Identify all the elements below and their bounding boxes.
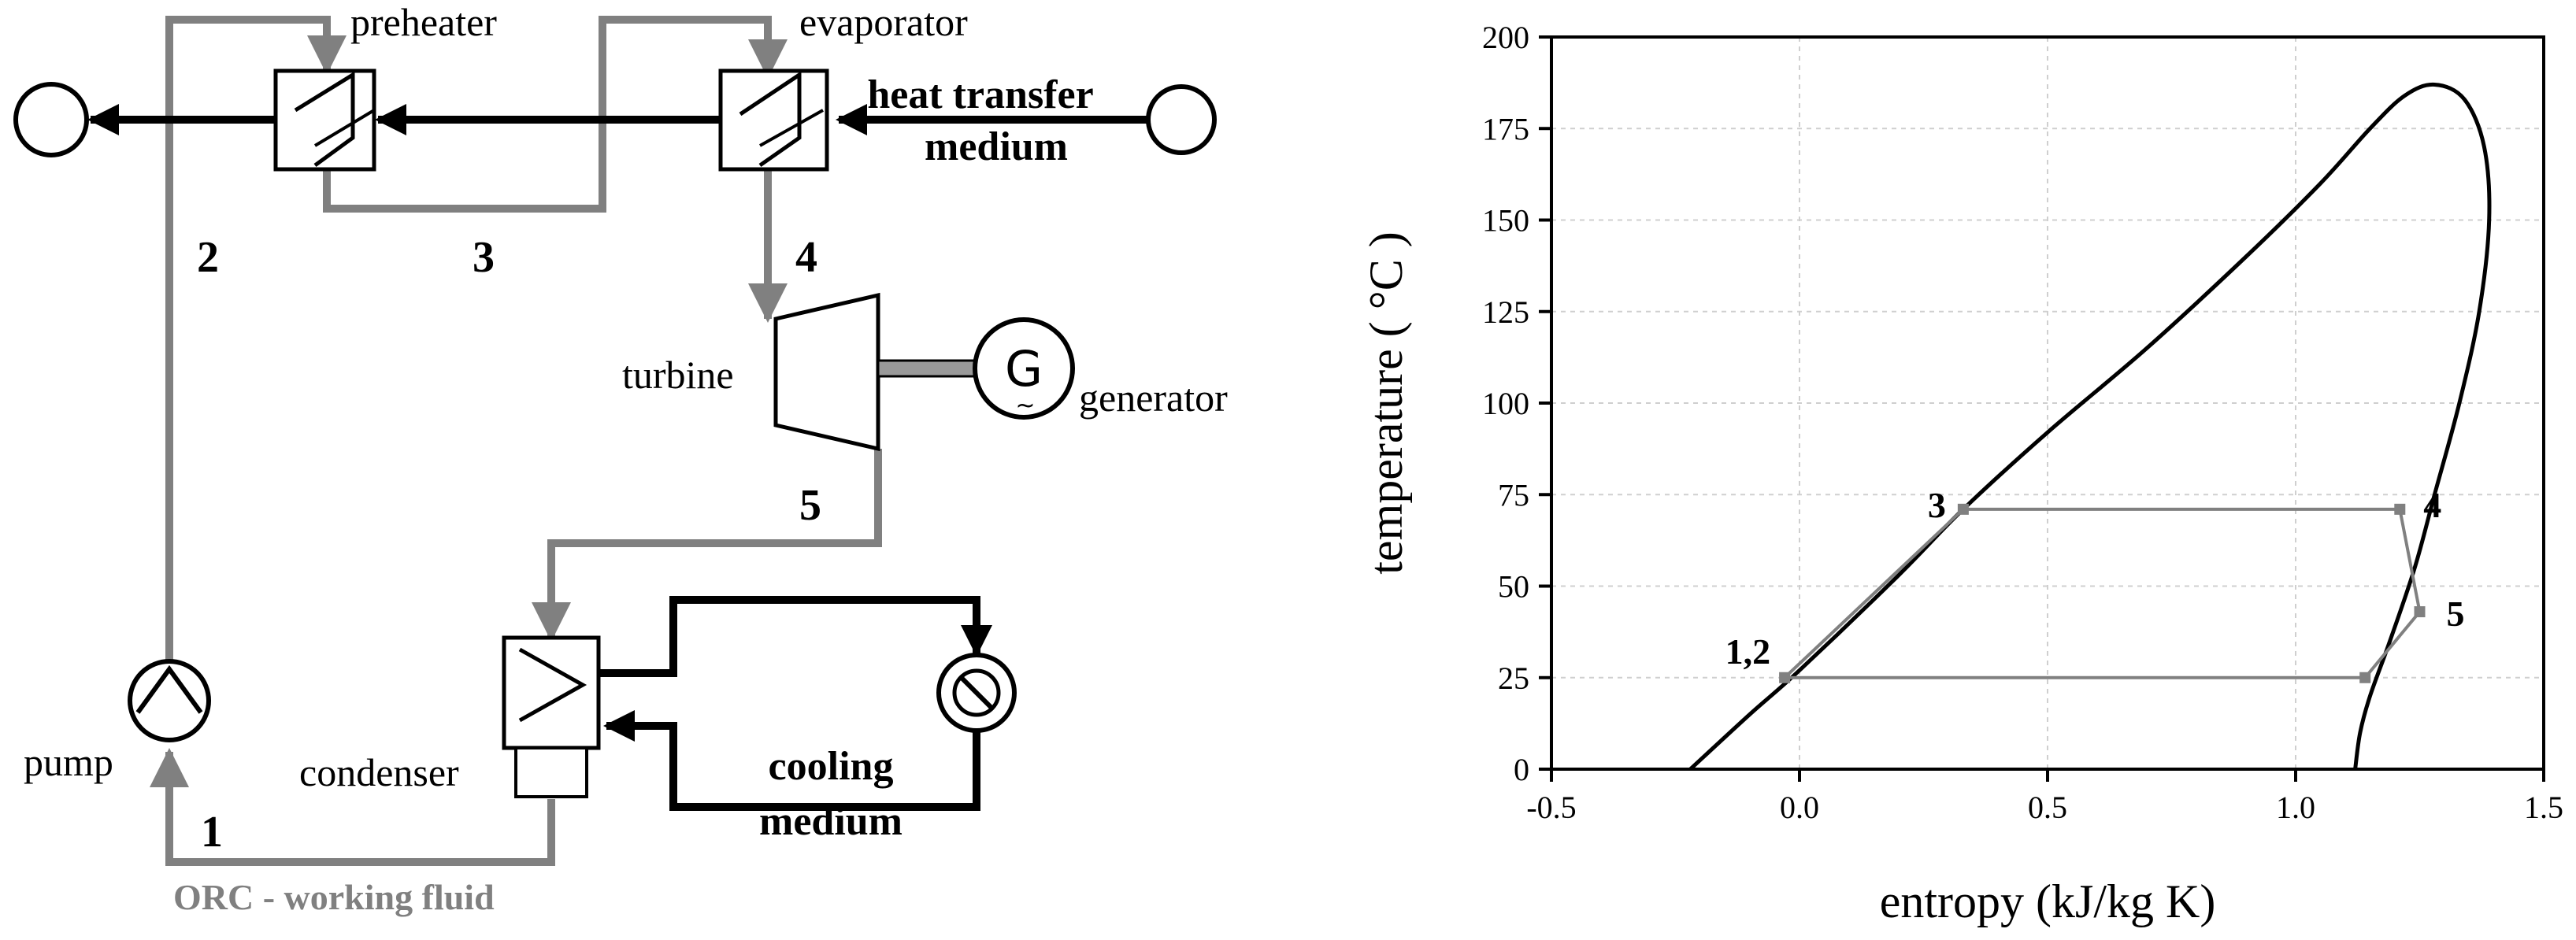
process-schematic: G ~ preheater evaporator turbine generat… bbox=[13, 0, 1228, 917]
cooling-medium-label-1: cooling bbox=[769, 744, 894, 789]
condenser-icon bbox=[502, 635, 601, 798]
y-tick-label: 200 bbox=[1482, 20, 1529, 55]
x-axis-label: entropy (kJ/kg K) bbox=[1880, 875, 2216, 927]
pipe-preheater-to-evaporator bbox=[323, 16, 788, 213]
x-tick-label: 0.0 bbox=[1780, 790, 1819, 825]
y-tick-label: 125 bbox=[1482, 294, 1529, 330]
ts-diagram: -0.5 0.0 0.5 1.0 1.5 0 25 50 75 100 125 150 175 200 1… bbox=[1360, 20, 2563, 927]
state-point-label: 3 bbox=[1928, 485, 1946, 525]
chart-series bbox=[1688, 82, 2492, 771]
x-tick-label: 0.5 bbox=[2028, 790, 2067, 825]
saturation-dome-line bbox=[1688, 82, 2492, 771]
state-point-label: 4 bbox=[2423, 485, 2441, 525]
orc-cycle-line bbox=[1783, 507, 2422, 679]
state-marker bbox=[1957, 503, 1969, 515]
evaporator-icon bbox=[718, 68, 829, 172]
heat-transfer-medium-label-1: heat transfer bbox=[867, 72, 1093, 117]
pipe-condenser-to-pump bbox=[150, 748, 555, 866]
evaporator-label: evaporator bbox=[799, 0, 968, 44]
x-tick-label: 1.0 bbox=[2276, 790, 2315, 825]
generator-label: generator bbox=[1079, 376, 1228, 420]
x-tick-label: 1.5 bbox=[2524, 790, 2563, 825]
x-tick-label: -0.5 bbox=[1526, 790, 1576, 825]
state-marker bbox=[2414, 606, 2426, 618]
preheater-label: preheater bbox=[350, 0, 497, 44]
state-marker bbox=[1779, 672, 1791, 683]
state-marker bbox=[2394, 503, 2406, 515]
pump-label: pump bbox=[24, 740, 113, 784]
y-tick-label: 75 bbox=[1498, 477, 1529, 513]
working-fluid-label: ORC - working fluid bbox=[173, 877, 495, 917]
turbine-label: turbine bbox=[622, 353, 734, 397]
turbine-icon bbox=[773, 292, 880, 452]
chart-ticks: -0.5 0.0 0.5 1.0 1.5 0 25 50 75 100 125 150 175 200 bbox=[1482, 20, 2563, 825]
state-point-1: 1 bbox=[201, 808, 223, 857]
svg-text:~: ~ bbox=[1015, 392, 1035, 420]
cooling-medium-label-2: medium bbox=[759, 799, 903, 844]
y-axis-label: temperature ( °C ) bbox=[1360, 231, 1412, 574]
pump-icon bbox=[128, 659, 211, 742]
pipe-pump-to-preheater bbox=[165, 16, 347, 716]
working-fluid-loop bbox=[150, 16, 882, 866]
chart-grid bbox=[1551, 36, 2544, 770]
y-tick-label: 0 bbox=[1514, 752, 1529, 787]
state-marker bbox=[2359, 672, 2371, 683]
y-tick-label: 25 bbox=[1498, 661, 1529, 696]
y-tick-label: 150 bbox=[1482, 203, 1529, 239]
state-point-label: 1,2 bbox=[1725, 631, 1771, 672]
svg-text:G: G bbox=[1005, 340, 1043, 398]
preheater-icon bbox=[273, 68, 376, 172]
state-point-2: 2 bbox=[197, 233, 219, 282]
state-point-5: 5 bbox=[799, 481, 821, 530]
chart-points: 1,2 3 4 5 bbox=[1725, 485, 2465, 683]
y-tick-label: 175 bbox=[1482, 111, 1529, 146]
heat-transfer-medium-label-2: medium bbox=[925, 124, 1068, 169]
state-point-3: 3 bbox=[473, 233, 495, 282]
y-tick-label: 100 bbox=[1482, 386, 1529, 421]
y-tick-label: 50 bbox=[1498, 569, 1529, 605]
pipe-turbine-to-condenser bbox=[532, 449, 882, 642]
state-point-4: 4 bbox=[795, 233, 817, 282]
condenser-label: condenser bbox=[299, 750, 459, 794]
heat-sink-circle bbox=[13, 82, 89, 157]
heat-source-circle bbox=[1146, 84, 1217, 155]
cooling-medium-loop bbox=[599, 596, 992, 811]
generator-icon: G ~ bbox=[973, 317, 1075, 420]
shaft-icon bbox=[877, 359, 976, 378]
state-point-label: 5 bbox=[2447, 594, 2465, 634]
cooling-pump-icon bbox=[936, 653, 1017, 733]
